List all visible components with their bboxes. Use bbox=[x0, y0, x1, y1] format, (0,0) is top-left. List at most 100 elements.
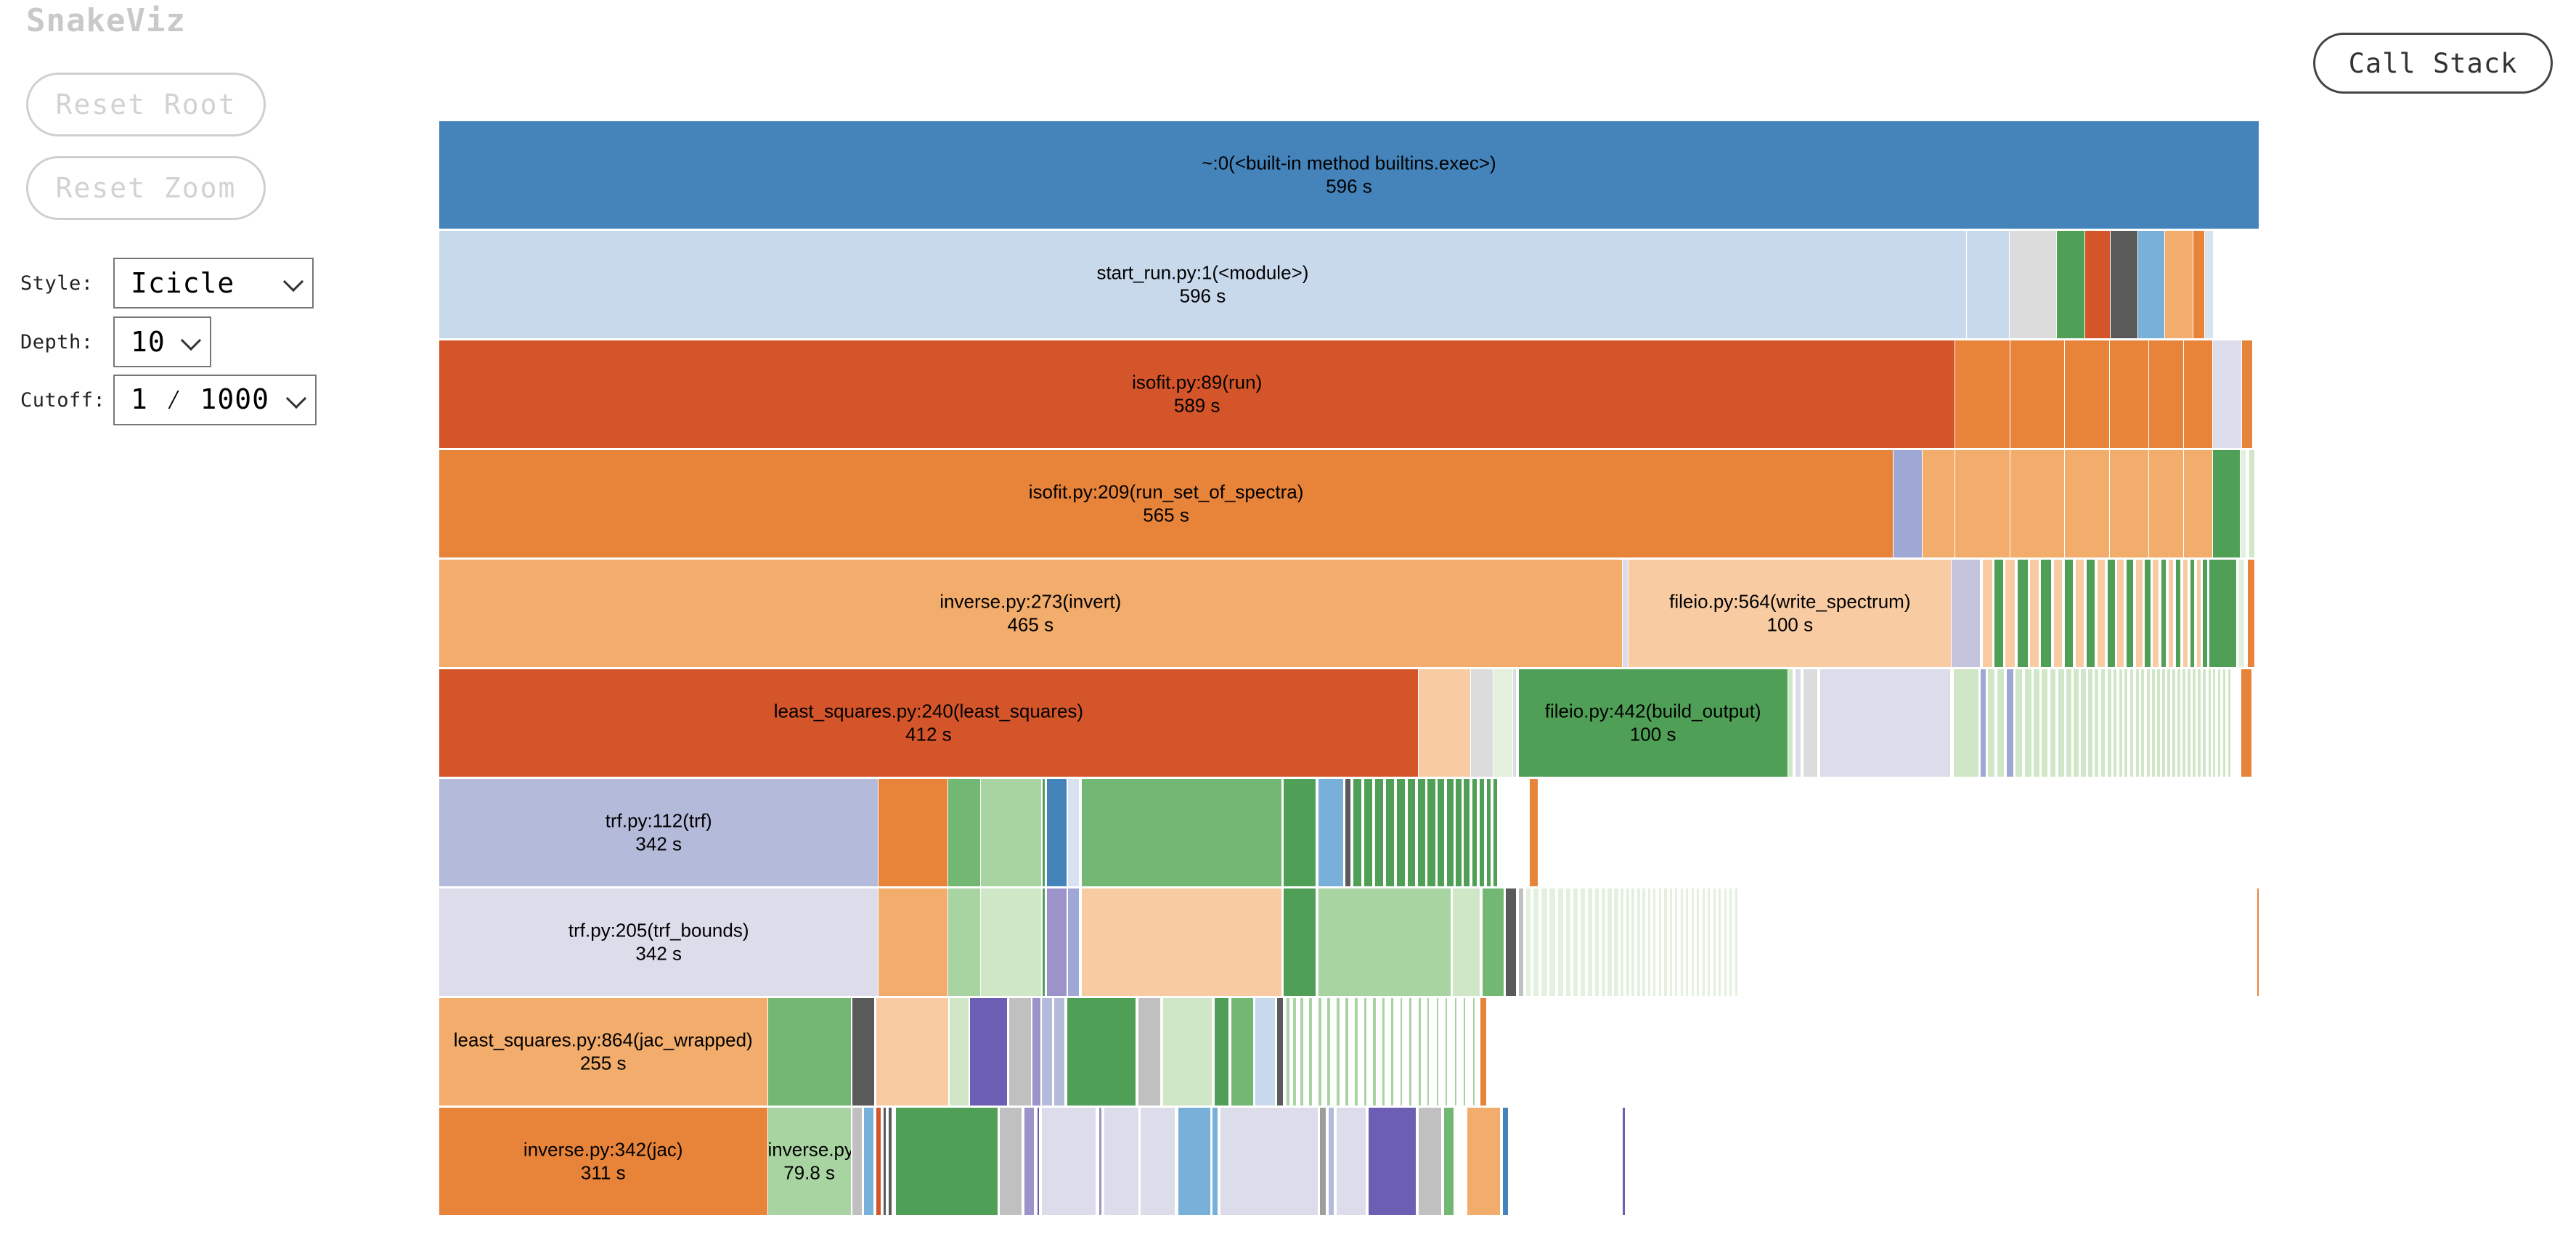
icicle-cell[interactable] bbox=[1008, 998, 1032, 1106]
icicle-cell[interactable] bbox=[2172, 669, 2176, 777]
icicle-cell[interactable] bbox=[1486, 779, 1492, 886]
icicle-cell[interactable] bbox=[1637, 888, 1641, 996]
icicle-cell[interactable] bbox=[1041, 998, 1053, 1106]
icicle-cell[interactable] bbox=[2119, 669, 2123, 777]
icicle-cell[interactable] bbox=[1601, 888, 1606, 996]
icicle-cell[interactable] bbox=[1982, 560, 1993, 667]
icicle-cell[interactable] bbox=[2064, 450, 2111, 557]
icicle-cell[interactable] bbox=[1565, 888, 1572, 996]
icicle-cell[interactable] bbox=[1533, 888, 1540, 996]
icicle-cell[interactable] bbox=[2005, 560, 2016, 667]
icicle-cell[interactable] bbox=[896, 1108, 998, 1215]
style-select[interactable]: Icicle bbox=[113, 258, 314, 308]
icicle-cell[interactable] bbox=[2222, 669, 2226, 777]
icicle-cell[interactable] bbox=[1054, 998, 1066, 1106]
icicle-cell[interactable] bbox=[2058, 669, 2065, 777]
icicle-cell[interactable] bbox=[2010, 450, 2065, 557]
icicle-cell[interactable] bbox=[2111, 231, 2138, 338]
icicle-cell[interactable] bbox=[2182, 560, 2189, 667]
icicle-cell[interactable] bbox=[1214, 998, 1230, 1106]
icicle-cell[interactable] bbox=[1626, 888, 1630, 996]
icicle-cell[interactable] bbox=[876, 1108, 882, 1215]
icicle-cell[interactable] bbox=[2146, 669, 2151, 777]
icicle-cell[interactable] bbox=[1621, 888, 1625, 996]
icicle-cell[interactable] bbox=[2066, 669, 2072, 777]
icicle-cell[interactable] bbox=[1178, 1108, 1211, 1215]
icicle-cell[interactable] bbox=[1443, 1108, 1454, 1215]
icicle-cell-labeled[interactable]: inverse.py:273(invert)465 s bbox=[439, 560, 1623, 667]
icicle-cell[interactable] bbox=[1373, 998, 1377, 1106]
icicle-cell[interactable] bbox=[1622, 560, 1629, 667]
icicle-cell[interactable] bbox=[2228, 669, 2232, 777]
icicle-cell[interactable] bbox=[2124, 669, 2129, 777]
icicle-cell[interactable] bbox=[1336, 1108, 1367, 1215]
icicle-cell[interactable] bbox=[1043, 779, 1046, 886]
icicle-cell[interactable] bbox=[1472, 779, 1478, 886]
icicle-cell[interactable] bbox=[1549, 888, 1557, 996]
icicle-cell[interactable] bbox=[1456, 779, 1462, 886]
icicle-cell[interactable] bbox=[1680, 888, 1684, 996]
icicle-cell[interactable] bbox=[1482, 888, 1504, 996]
icicle-cell[interactable] bbox=[1418, 998, 1422, 1106]
icicle-cell[interactable] bbox=[1277, 998, 1284, 1106]
icicle-cell[interactable] bbox=[947, 888, 981, 996]
icicle-cell[interactable] bbox=[2137, 231, 2165, 338]
icicle-cell[interactable] bbox=[2095, 669, 2100, 777]
icicle-cell[interactable] bbox=[2213, 669, 2217, 777]
icicle-cell-labeled[interactable]: isofit.py:89(run)589 s bbox=[439, 340, 1956, 448]
icicle-cell[interactable] bbox=[2086, 560, 2096, 667]
icicle-cell[interactable] bbox=[1000, 1108, 1023, 1215]
icicle-cell[interactable] bbox=[1364, 779, 1374, 886]
icicle-cell[interactable] bbox=[1081, 888, 1282, 996]
icicle-cell[interactable] bbox=[2193, 231, 2205, 338]
icicle-cell[interactable] bbox=[1427, 779, 1436, 886]
icicle-cell[interactable] bbox=[1284, 888, 1317, 996]
icicle-cell[interactable] bbox=[1955, 340, 2010, 448]
icicle-cell[interactable] bbox=[1024, 1108, 1035, 1215]
icicle-cell-labeled[interactable]: isofit.py:209(run_set_of_spectra)565 s bbox=[439, 450, 1894, 557]
icicle-cell[interactable] bbox=[1573, 888, 1579, 996]
icicle-cell[interactable] bbox=[2097, 560, 2106, 667]
icicle-cell[interactable] bbox=[2081, 669, 2087, 777]
icicle-cell[interactable] bbox=[1664, 888, 1668, 996]
icicle-cell[interactable] bbox=[2135, 669, 2140, 777]
icicle-cell[interactable] bbox=[1966, 231, 2010, 338]
icicle-cell[interactable] bbox=[2130, 669, 2134, 777]
icicle-cell[interactable] bbox=[1231, 998, 1254, 1106]
icicle-cell-labeled[interactable]: inverse.py:342(jac)311 s bbox=[439, 1108, 768, 1215]
icicle-cell[interactable] bbox=[1446, 779, 1454, 886]
icicle-cell[interactable] bbox=[1647, 888, 1652, 996]
icicle-cell[interactable] bbox=[1981, 669, 1986, 777]
icicle-cell[interactable] bbox=[1368, 1108, 1417, 1215]
icicle-cell-labeled[interactable]: fileio.py:564(write_spectrum)100 s bbox=[1629, 560, 1952, 667]
icicle-cell[interactable] bbox=[2198, 669, 2201, 777]
icicle-cell[interactable] bbox=[1327, 998, 1332, 1106]
icicle-cell[interactable] bbox=[2145, 560, 2151, 667]
icicle-cell[interactable] bbox=[1336, 998, 1340, 1106]
icicle-cell[interactable] bbox=[852, 1108, 863, 1215]
icicle-cell[interactable] bbox=[1988, 669, 1996, 777]
icicle-cell[interactable] bbox=[1735, 888, 1738, 996]
icicle-cell[interactable] bbox=[2152, 669, 2156, 777]
icicle-cell[interactable] bbox=[2247, 560, 2255, 667]
icicle-cell[interactable] bbox=[1418, 669, 1472, 777]
icicle-cell[interactable] bbox=[1099, 1108, 1103, 1215]
icicle-cell[interactable] bbox=[1345, 779, 1351, 886]
icicle-cell[interactable] bbox=[1955, 450, 2010, 557]
icicle-cell[interactable] bbox=[2241, 669, 2252, 777]
icicle-cell[interactable] bbox=[1409, 998, 1412, 1106]
icicle-cell[interactable] bbox=[889, 1108, 892, 1215]
icicle-cell[interactable] bbox=[1493, 669, 1514, 777]
icicle-cell[interactable] bbox=[864, 1108, 875, 1215]
icicle-cell[interactable] bbox=[2030, 560, 2039, 667]
icicle-cell[interactable] bbox=[1037, 1108, 1040, 1215]
icicle-cell[interactable] bbox=[1068, 779, 1080, 886]
icicle-cell[interactable] bbox=[2190, 560, 2195, 667]
icicle-cell[interactable] bbox=[1292, 998, 1297, 1106]
icicle-cell[interactable] bbox=[1713, 888, 1716, 996]
icicle-cell[interactable] bbox=[1328, 1108, 1335, 1215]
icicle-cell-labeled[interactable]: ~:0(<built-in method builtins.exec>)596 … bbox=[439, 121, 2259, 229]
icicle-cell[interactable] bbox=[2057, 231, 2086, 338]
icicle-cell[interactable] bbox=[1953, 669, 1979, 777]
icicle-cell[interactable] bbox=[1894, 450, 1923, 557]
